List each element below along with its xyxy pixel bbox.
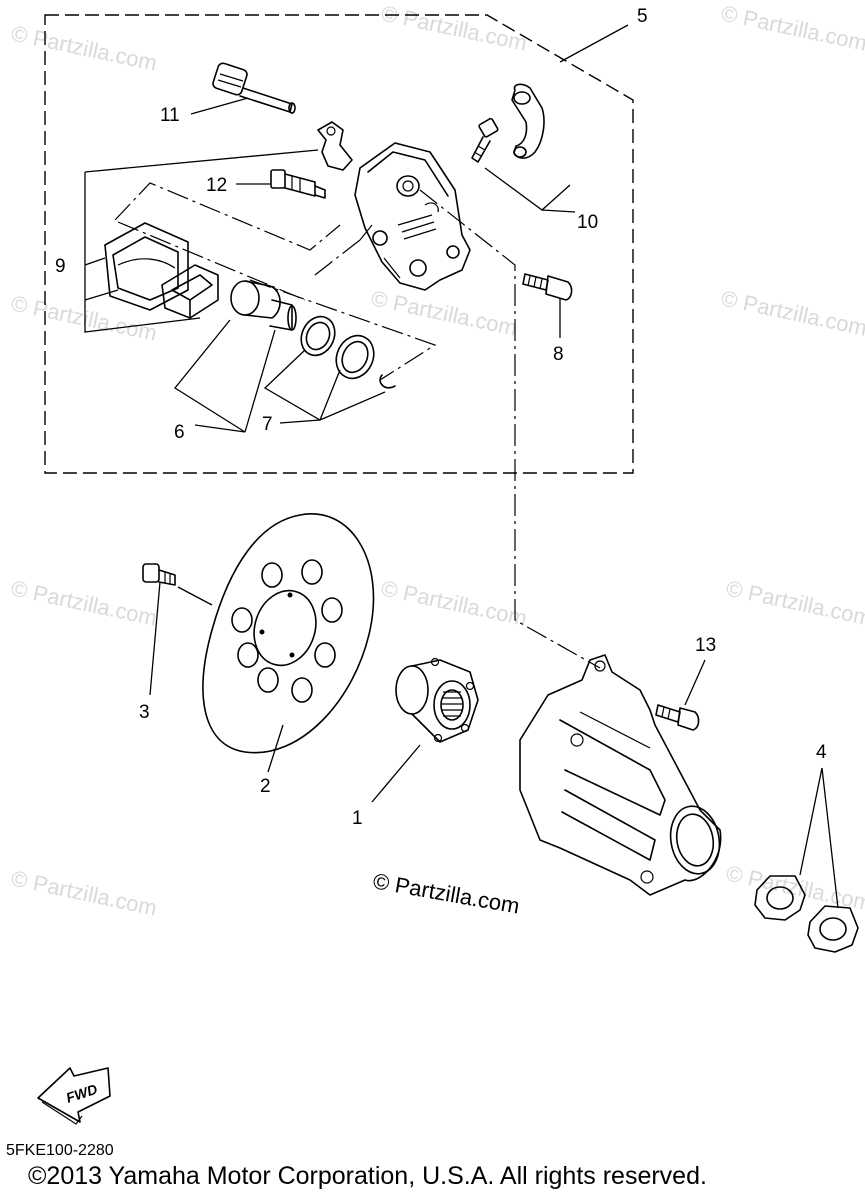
leader-4 — [799, 767, 839, 909]
part-8-bolt — [522, 273, 573, 301]
part-11-pin-bolt — [212, 62, 296, 114]
watermark: © Partzilla.com — [724, 575, 865, 630]
callout-6: 6 — [174, 422, 185, 443]
callout-8: 8 — [553, 344, 564, 365]
watermarks: © Partzilla.com © Partzilla.com © Partzi… — [9, 0, 865, 920]
watermark: © Partzilla.com — [719, 285, 865, 340]
copyright-notice: ©2013 Yamaha Motor Corporation, U.S.A. A… — [28, 1162, 707, 1190]
part-7-seals — [300, 315, 396, 389]
leader-7 — [263, 349, 386, 424]
part-9-pads — [104, 222, 219, 319]
callout-5: 5 — [637, 6, 648, 27]
callout-13: 13 — [695, 635, 716, 656]
callout-4: 4 — [816, 742, 827, 763]
callout-11: 11 — [160, 105, 180, 126]
leader-13 — [684, 659, 706, 706]
callout-9: 9 — [55, 256, 66, 277]
part-6-piston — [230, 280, 297, 331]
part-2-brake-disc — [202, 513, 375, 754]
watermark: © Partzilla.com — [9, 20, 159, 75]
alignment-line — [117, 221, 437, 381]
callout-2: 2 — [260, 776, 271, 797]
part-4-nuts — [754, 875, 859, 953]
watermark: © Partzilla.com — [9, 290, 159, 345]
watermark: © Partzilla.com — [379, 575, 529, 630]
leader-5 — [559, 24, 629, 63]
leader-11 — [190, 97, 249, 115]
diagram-code: 5FKE100-2280 — [6, 1142, 114, 1159]
callout-10: 10 — [577, 212, 598, 233]
part-10-bolt — [471, 117, 499, 163]
alignment-line — [314, 224, 373, 276]
caliper-body — [354, 142, 471, 291]
leader-1 — [371, 744, 421, 803]
watermark: © Partzilla.com — [9, 865, 159, 920]
fwd-label: FWD — [64, 1081, 99, 1106]
leader-2 — [267, 724, 284, 773]
partzilla-label: © Partzilla.com — [371, 868, 521, 918]
fwd-arrow-icon: FWD — [37, 1067, 111, 1125]
leader-disc-bolt — [177, 586, 213, 606]
watermark: © Partzilla.com — [379, 0, 529, 55]
leader-3 — [149, 581, 161, 696]
callout-12: 12 — [206, 175, 227, 196]
callout-3: 3 — [139, 702, 150, 723]
retainer-clip-hole — [326, 126, 336, 136]
part-3-disc-bolt — [142, 563, 176, 586]
axle-housing — [519, 654, 722, 896]
alignment-line — [419, 189, 601, 669]
caliper-assembly-boundary — [44, 14, 634, 474]
part-13-bolt — [655, 704, 700, 731]
callout-1: 1 — [352, 808, 363, 829]
part-1-hub — [395, 657, 479, 743]
parts-diagram: © Partzilla.com © Partzilla.com © Partzi… — [9, 0, 865, 1125]
part-10-bracket — [511, 83, 545, 159]
watermark: © Partzilla.com — [719, 0, 865, 55]
retainer-clip — [317, 121, 353, 171]
leader-10 — [484, 167, 576, 213]
watermark: © Partzilla.com — [369, 285, 519, 340]
leader-6 — [174, 319, 276, 433]
leader-9 — [84, 149, 319, 333]
part-12-bleed-screw — [270, 169, 326, 199]
callout-7: 7 — [262, 414, 273, 435]
watermark: © Partzilla.com — [9, 575, 159, 630]
